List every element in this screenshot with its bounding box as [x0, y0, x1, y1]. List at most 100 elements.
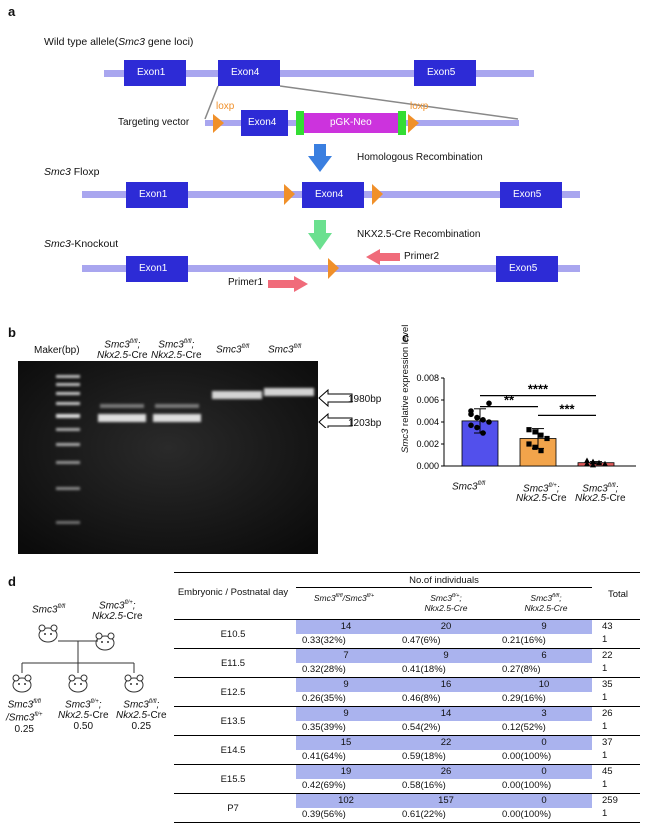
lane4-1980-band — [264, 388, 314, 396]
tv-loxp-right — [408, 114, 419, 133]
cell-ratio: 0.26(35%) — [302, 693, 346, 704]
mouse-icon — [38, 624, 58, 643]
data-point — [468, 422, 474, 429]
cell-ratio: 0.58(16%) — [402, 780, 446, 791]
row-day: E14.5 — [220, 744, 246, 756]
col-header-1: Smc3fl/fl/Smc3fl/+ — [313, 592, 375, 603]
cell-count: 9 — [443, 650, 449, 661]
cell-count: 19 — [340, 766, 352, 777]
row-total: 35 — [602, 679, 613, 690]
col-header-3: Smc3fl/fl;Nkx2.5-Cre — [524, 592, 568, 613]
primer2-label: Primer2 — [404, 251, 440, 262]
header-total: Total — [607, 589, 629, 600]
row-total: 22 — [602, 650, 613, 661]
col-header-2: Smc3fl/+;Nkx2.5-Cre — [424, 592, 468, 613]
cell-ratio: 0.59(18%) — [402, 751, 446, 762]
cell-count: 9 — [541, 621, 547, 632]
cell-count: 0 — [541, 795, 547, 806]
tv-exon4-label: Exon4 — [248, 117, 277, 128]
marker-band — [56, 375, 80, 378]
loxp-label-left: loxp — [216, 101, 235, 112]
cell-count: 20 — [440, 621, 452, 632]
data-point — [486, 400, 492, 407]
significance-label: **** — [528, 382, 549, 397]
tv-exon4 — [241, 110, 288, 136]
data-point — [538, 448, 544, 454]
cell-ratio: 0.54(2%) — [402, 722, 441, 733]
ko-loxp — [328, 258, 339, 279]
cell-count: 6 — [541, 650, 547, 661]
marker-band — [56, 414, 80, 418]
y-tick-label: 0.002 — [416, 439, 439, 449]
targeting-vector-label: Targeting vector — [118, 117, 190, 128]
cell-ratio: 0.33(32%) — [302, 635, 346, 646]
ko-exon5-label: Exon5 — [509, 263, 538, 274]
ko-exon5 — [496, 256, 558, 282]
panel-b-letter: b — [8, 325, 16, 340]
cell-ratio: 0.27(8%) — [502, 664, 541, 675]
data-point — [544, 435, 550, 442]
row-total-ratio: 1 — [602, 692, 608, 703]
row-day: P7 — [227, 802, 239, 814]
row-total: 26 — [602, 708, 613, 719]
data-point — [532, 444, 538, 450]
band-1203-label: 1203bp — [348, 418, 382, 429]
nkx-recomb-label: NKX2.5-Cre Recombination — [357, 229, 481, 240]
ko-exon1 — [126, 256, 188, 282]
marker-band — [56, 383, 80, 386]
wildtype-label: Wild type allele(Smc3 gene loci) — [44, 36, 194, 48]
cell-count: 9 — [343, 679, 349, 690]
band-arrows — [318, 388, 353, 428]
y-tick-label: 0.004 — [416, 417, 439, 427]
cell-count: 14 — [440, 708, 452, 719]
header-day: Embryonic / Postnatal day — [177, 587, 289, 598]
cell-ratio: 0.29(16%) — [502, 693, 546, 704]
chart-xtick-0: Smc3fl/fl — [452, 481, 486, 493]
cell-count: 15 — [340, 737, 352, 748]
blue-arrow — [308, 144, 332, 172]
panel-d-letter: d — [8, 574, 16, 589]
floxp-exon4-label: Exon4 — [315, 189, 344, 200]
arrow-1203 — [318, 412, 353, 428]
marker-band — [56, 392, 80, 395]
row-total: 259 — [602, 795, 618, 806]
y-tick-label: 0.008 — [416, 373, 439, 383]
row-total-ratio: 1 — [602, 663, 608, 674]
marker-band — [56, 487, 80, 490]
lane1-label: Smc3fl/fl;Nkx2.5-Cre — [97, 339, 148, 362]
cell-ratio: 0.61(22%) — [402, 809, 446, 820]
data-point — [526, 427, 532, 433]
row-day: E12.5 — [220, 686, 246, 698]
panel-a-letter: a — [8, 4, 16, 19]
cell-count: 16 — [440, 679, 452, 690]
floxp-exon1-label: Exon1 — [139, 189, 168, 200]
floxp-title: Smc3 Floxp — [44, 166, 100, 178]
wt-exon1 — [124, 60, 186, 86]
lane3-label: Smc3fl/fl — [216, 344, 250, 356]
cell-count: 22 — [440, 737, 452, 748]
header-no: No.of individuals — [296, 575, 592, 588]
row-total-ratio: 1 — [602, 750, 608, 761]
cell-ratio: 0.42(69%) — [302, 780, 346, 791]
lane2-label: Smc3fl/fl;Nkx2.5-Cre — [151, 339, 202, 362]
tv-pgk-neo — [304, 113, 398, 133]
table-header: Embryonic / Postnatal day No.of individu… — [174, 573, 640, 620]
cell-count: 10 — [538, 679, 550, 690]
homologous-label: Homologous Recombination — [357, 152, 483, 163]
cell-count: 7 — [343, 650, 349, 661]
arrow-1980 — [318, 388, 353, 408]
cell-count: 14 — [340, 621, 352, 632]
wt-exon5 — [414, 60, 476, 86]
cell-ratio: 0.00(100%) — [502, 780, 552, 791]
marker-band — [56, 521, 80, 524]
cell-ratio: 0.00(100%) — [502, 809, 552, 820]
marker-label: Maker(bp) — [34, 345, 80, 356]
